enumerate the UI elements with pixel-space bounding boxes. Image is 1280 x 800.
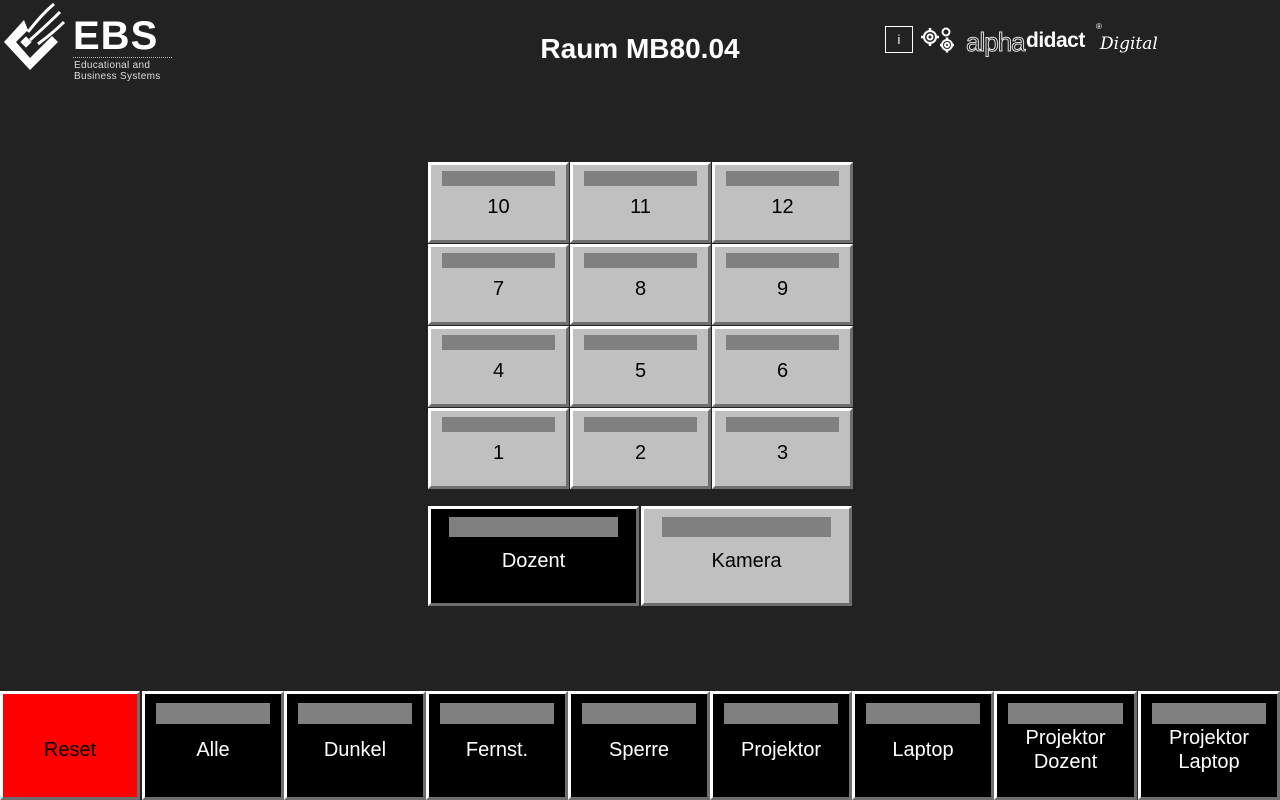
status-indicator-bar (724, 703, 838, 724)
source-dozent-button[interactable]: Dozent (428, 506, 639, 606)
seat-label: 1 (492, 442, 505, 464)
seat-label: 12 (771, 196, 794, 218)
seat-label: 11 (630, 196, 651, 218)
seat-button-4[interactable]: 4 (428, 326, 569, 407)
seat-label: 9 (776, 278, 789, 300)
reset-button[interactable]: Reset (0, 691, 140, 800)
status-indicator-bar (584, 335, 697, 350)
seat-label: 3 (776, 442, 789, 464)
seat-button-8[interactable]: 8 (570, 244, 711, 325)
status-indicator-bar (866, 703, 980, 724)
fernsteuerung-button[interactable]: Fernst. (426, 691, 568, 800)
status-indicator-bar (442, 417, 555, 432)
alpha-logo-text: alpha (966, 27, 1027, 58)
ebs-logo-divider (73, 57, 172, 58)
status-indicator-bar (726, 171, 839, 186)
dunkel-button[interactable]: Dunkel (284, 691, 426, 800)
seat-label: 6 (776, 360, 789, 382)
seat-button-11[interactable]: 11 (570, 162, 711, 243)
source-label: Dozent (501, 550, 566, 572)
seat-label: 4 (492, 360, 505, 382)
seat-label: 2 (634, 442, 647, 464)
status-indicator-bar (442, 335, 555, 350)
ebs-logo-text: EBS (73, 14, 159, 58)
info-button[interactable]: i (885, 26, 913, 53)
button-label: Reset (43, 739, 97, 761)
ebs-emblem-icon (4, 2, 66, 70)
seat-button-5[interactable]: 5 (570, 326, 711, 407)
ebs-logo-subtitle: Educational and Business Systems (74, 60, 161, 82)
page-title: Raum MB80.04 (540, 33, 740, 64)
button-label: Projektor (740, 739, 822, 761)
status-indicator-bar (442, 253, 555, 268)
button-label-line2: Laptop (1178, 751, 1240, 773)
registered-mark: ® (1096, 22, 1102, 31)
seat-button-1[interactable]: 1 (428, 408, 569, 489)
status-indicator-bar (449, 517, 618, 537)
ebs-subtitle-line1: Educational and (74, 60, 151, 71)
status-indicator-bar (440, 703, 554, 724)
seat-button-6[interactable]: 6 (712, 326, 853, 407)
digital-logo-text: Digital (1100, 34, 1158, 54)
status-indicator-bar (662, 517, 831, 537)
status-indicator-bar (726, 335, 839, 350)
ebs-logo: EBS Educational and Business Systems (0, 0, 180, 90)
status-indicator-bar (1008, 703, 1123, 724)
projektor-dozent-button[interactable]: Projektor Dozent (994, 691, 1137, 800)
source-kamera-button[interactable]: Kamera (641, 506, 852, 606)
button-label: Alle (196, 739, 230, 761)
button-label-line2: Dozent (1033, 751, 1098, 773)
status-indicator-bar (584, 171, 697, 186)
button-label-line1: Projektor (1025, 727, 1106, 749)
button-label: Laptop (892, 739, 954, 761)
status-indicator-bar (726, 417, 839, 432)
projektor-button[interactable]: Projektor (710, 691, 852, 800)
button-label-line1: Projektor (1168, 727, 1250, 749)
projektor-laptop-button[interactable]: Projektor Laptop (1138, 691, 1280, 800)
sperre-button[interactable]: Sperre (568, 691, 710, 800)
seat-button-7[interactable]: 7 (428, 244, 569, 325)
button-label: Fernst. (465, 739, 529, 761)
seat-label: 10 (487, 196, 510, 218)
seat-button-9[interactable]: 9 (712, 244, 853, 325)
status-indicator-bar (584, 253, 697, 268)
seat-label: 7 (492, 278, 505, 300)
seat-label: 5 (634, 360, 647, 382)
status-indicator-bar (582, 703, 696, 724)
alphadidact-logo: alpha didact ® Digital (966, 22, 1158, 58)
seat-label: 8 (634, 278, 647, 300)
alle-button[interactable]: Alle (142, 691, 284, 800)
seat-button-12[interactable]: 12 (712, 162, 853, 243)
status-indicator-bar (156, 703, 270, 724)
button-label: Projektor Laptop (1141, 726, 1277, 774)
button-label: Sperre (608, 739, 670, 761)
laptop-button[interactable]: Laptop (852, 691, 994, 800)
status-indicator-bar (298, 703, 412, 724)
button-label: Projektor Dozent (997, 726, 1134, 774)
status-indicator-bar (1152, 703, 1266, 724)
seat-button-3[interactable]: 3 (712, 408, 853, 489)
status-indicator-bar (584, 417, 697, 432)
status-indicator-bar (442, 171, 555, 186)
button-label: Dunkel (323, 739, 387, 761)
ebs-subtitle-line2: Business Systems (74, 71, 161, 82)
source-label: Kamera (711, 550, 782, 572)
seat-button-10[interactable]: 10 (428, 162, 569, 243)
didact-logo-text: didact (1026, 29, 1085, 53)
seat-button-2[interactable]: 2 (570, 408, 711, 489)
status-indicator-bar (726, 253, 839, 268)
gears-icon[interactable] (920, 26, 958, 54)
